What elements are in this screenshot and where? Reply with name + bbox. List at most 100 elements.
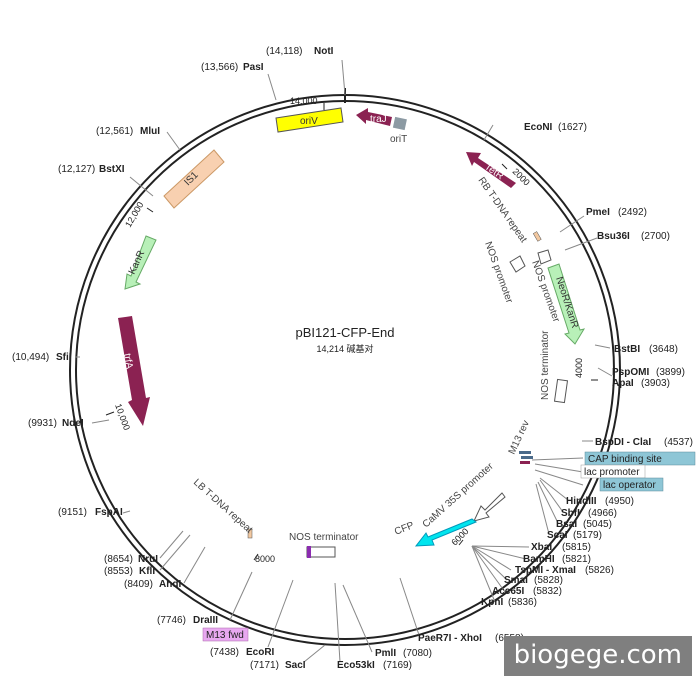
tick-10000: 10,000 [113,402,132,431]
site-SacI[interactable]: SacI [285,660,306,671]
svg-text:traJ: traJ [370,114,387,125]
svg-text:oriV: oriV [300,116,318,127]
svg-text:NOS terminator: NOS terminator [540,330,551,400]
site-DraIII-pos: (7746) [157,615,186,626]
feature-CaMV-35S-promoter[interactable]: CaMV 35S promoter [421,461,506,531]
site-KflI[interactable]: KflI [139,566,155,577]
site-PmlI-pos: (7080) [403,648,432,659]
tick-14000: 14,000 [290,96,318,106]
site-AhdI[interactable]: AhdI [159,579,181,590]
site-NotI[interactable]: NotI [314,46,334,57]
site-Bsu36I[interactable]: Bsu36I [597,231,630,242]
site-NdeI-pos: (9931) [28,418,57,429]
site-HindIII[interactable]: HindIII [566,496,597,507]
svg-text:M13 rev: M13 rev [507,419,532,456]
site-leader-lines [75,59,613,663]
site-PaeR7I-XhoI[interactable]: PaeR7I - XhoI [418,633,482,644]
feature-trfA[interactable]: trfA [118,316,150,426]
site-ScaI-pos: (5179) [573,530,602,541]
feature-M13-fwd-label: M13 fwd [206,630,244,641]
site-SfiI[interactable]: SfiI [56,352,72,363]
site-ScaI[interactable]: ScaI [547,530,568,541]
site-KpnI[interactable]: KpnI [481,597,503,608]
site-EcoRI[interactable]: EcoRI [246,647,275,658]
site-SfiI-pos: (10,494) [12,352,49,363]
svg-text:oriT: oriT [390,134,407,145]
feature-NOS-terminator-1[interactable]: NOS terminator [540,330,569,404]
svg-text:CFP: CFP [393,520,416,538]
tick-4000: 4000 [574,358,584,378]
site-SmaI-pos: (5828) [534,575,563,586]
site-KflI-pos: (8553) [104,566,133,577]
svg-text:trfA: trfA [121,353,135,371]
site-Acc65I-pos: (5832) [533,586,562,597]
feature-oriV[interactable]: oriV [275,107,344,133]
site-BspDI-ClaI[interactable]: BspDI - ClaI [595,437,651,448]
site-NotI-pos: (14,118) [266,46,303,57]
feature-oriT[interactable]: oriT [390,116,407,145]
site-MluI-pos: (12,561) [96,126,133,137]
site-PspOMI-pos: (3899) [656,367,685,378]
site-PmlI[interactable]: PmlI [375,648,396,659]
svg-text:NOS terminator: NOS terminator [289,532,359,543]
site-SacI-pos: (7171) [250,660,279,671]
feature-CAP-label: CAP binding site [588,454,662,465]
site-ApaI-pos: (3903) [641,378,670,389]
site-SbfI[interactable]: SbfI [561,508,580,519]
site-MluI[interactable]: MluI [140,126,160,137]
site-ApaI[interactable]: ApaI [612,378,634,389]
svg-text:LB T-DNA repeat: LB T-DNA repeat [191,477,255,536]
site-DraIII[interactable]: DraIII [193,615,218,626]
site-XbaI-pos: (5815) [562,542,591,553]
svg-text:CaMV 35S promoter: CaMV 35S promoter [421,461,497,531]
feature-NOS-terminator-2[interactable]: NOS terminator [289,532,359,558]
feature-M13-rev[interactable]: M13 rev [507,419,533,464]
site-FspAI-pos: (9151) [58,507,87,518]
svg-text:RB T-DNA repeat: RB T-DNA repeat [476,175,529,245]
site-Eco53kI-pos: (7169) [383,660,412,671]
site-SbfI-pos: (4966) [588,508,617,519]
site-AhdI-pos: (8409) [124,579,153,590]
site-PspOMI[interactable]: PspOMI [612,367,649,378]
feature-KanR[interactable]: KanR [124,235,157,290]
site-Acc65I[interactable]: Acc65I [492,586,524,597]
site-Bsu36I-pos: (2700) [641,231,670,242]
site-HindIII-pos: (4950) [605,496,634,507]
site-BsaI-pos: (5045) [583,519,612,530]
feature-IS1[interactable]: IS1 [163,149,225,209]
feature-lac-operator-label: lac operator [603,480,656,491]
site-BamHI[interactable]: BamHI [523,554,555,565]
site-BspDI-ClaI-pos: (4537) [664,437,693,448]
site-PmeI[interactable]: PmeI [586,207,610,218]
site-NdeI[interactable]: NdeI [62,418,84,429]
feature-M13-fwd[interactable] [202,627,249,642]
site-PasI-pos: (13,566) [201,62,238,73]
site-BstXI[interactable]: BstXI [99,164,125,175]
site-EcoNI[interactable]: EcoNI [524,122,553,133]
watermark: biogege.com [503,636,692,676]
plasmid-name: pBI121-CFP-End [296,325,395,340]
site-NruI-pos: (8654) [104,554,133,565]
site-Eco53kI[interactable]: Eco53kI [337,660,375,671]
plasmid-size: 14,214 碱基对 [316,343,373,354]
site-FspAI[interactable]: FspAI [95,507,123,518]
site-EcoNI-pos: (1627) [558,122,587,133]
feature-traJ[interactable]: traJ [356,108,392,126]
site-BstBI[interactable]: BstBI [614,344,640,355]
feature-lac-promoter-label: lac promoter [584,467,640,478]
svg-text:NOS promoter: NOS promoter [482,240,515,305]
site-BamHI-pos: (5821) [562,554,591,565]
site-BsaI[interactable]: BsaI [556,519,577,530]
site-PasI[interactable]: PasI [243,62,264,73]
site-TspMI-XmaI-pos: (5826) [585,565,614,576]
site-EcoRI-pos: (7438) [210,647,239,658]
feature-NOS-promoter-1[interactable]: NOS promoter [482,240,526,305]
site-KpnI-pos: (5836) [508,597,537,608]
site-SmaI[interactable]: SmaI [504,575,528,586]
site-XbaI[interactable]: XbaI [531,542,552,553]
site-NruI[interactable]: NruI [138,554,158,565]
site-TspMI-XmaI[interactable]: TspMI - XmaI [515,565,576,576]
feature-LB-TDNA-repeat[interactable]: LB T-DNA repeat [191,477,255,539]
feature-lac-operator[interactable] [599,477,664,492]
